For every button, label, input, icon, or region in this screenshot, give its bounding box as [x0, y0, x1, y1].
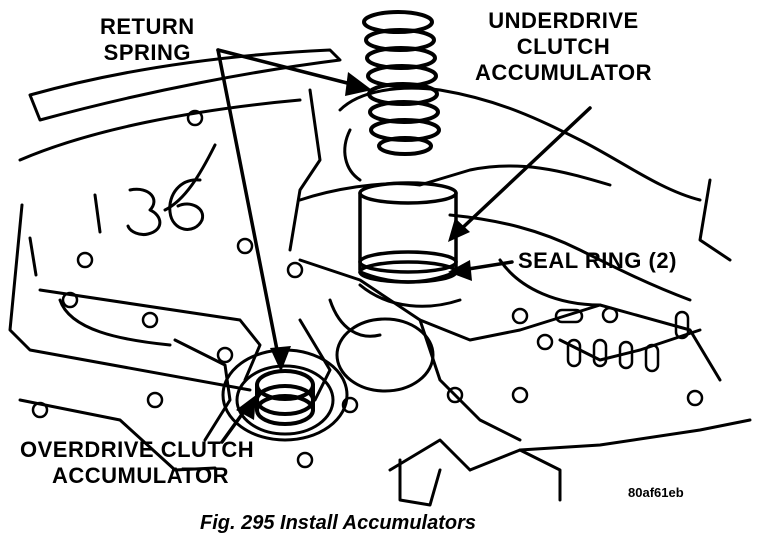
arrowhead-spring-bottom: [270, 346, 291, 372]
underdrive-line2: CLUTCH: [516, 34, 611, 59]
figure-reference: 80af61eb: [628, 485, 684, 500]
seal-ring-label: SEAL RING (2): [518, 248, 677, 273]
fluid-slots: [554, 308, 690, 373]
overdrive-piston: [255, 369, 315, 426]
leader-lines: [216, 48, 592, 444]
valve-bore: [335, 317, 435, 393]
arrowhead-overdrive: [236, 395, 256, 420]
bolt-holes: [31, 109, 704, 469]
return-spring-line2: SPRING: [103, 40, 192, 65]
underdrive-line1: UNDERDRIVE: [488, 8, 639, 33]
return-spring: [362, 10, 441, 156]
underdrive-piston: [358, 181, 458, 284]
arrowhead-spring-top: [345, 72, 372, 96]
figure-caption: Fig. 295 Install Accumulators: [200, 512, 477, 534]
return-spring-label: RETURN SPRING: [100, 14, 195, 66]
casting-mark: [28, 178, 205, 277]
overdrive-label: OVERDRIVE CLUTCH ACCUMULATOR: [20, 437, 254, 489]
arrowhead-seal-ring: [448, 260, 472, 281]
underdrive-label: UNDERDRIVE CLUTCH ACCUMULATOR: [475, 8, 652, 86]
overdrive-line1: OVERDRIVE CLUTCH: [20, 437, 255, 462]
return-spring-line1: RETURN: [100, 14, 195, 39]
overdrive-line2: ACCUMULATOR: [52, 463, 229, 488]
arrowhead-underdrive: [448, 218, 470, 242]
underdrive-line3: ACCUMULATOR: [475, 60, 652, 85]
technician-hand: [298, 86, 702, 308]
